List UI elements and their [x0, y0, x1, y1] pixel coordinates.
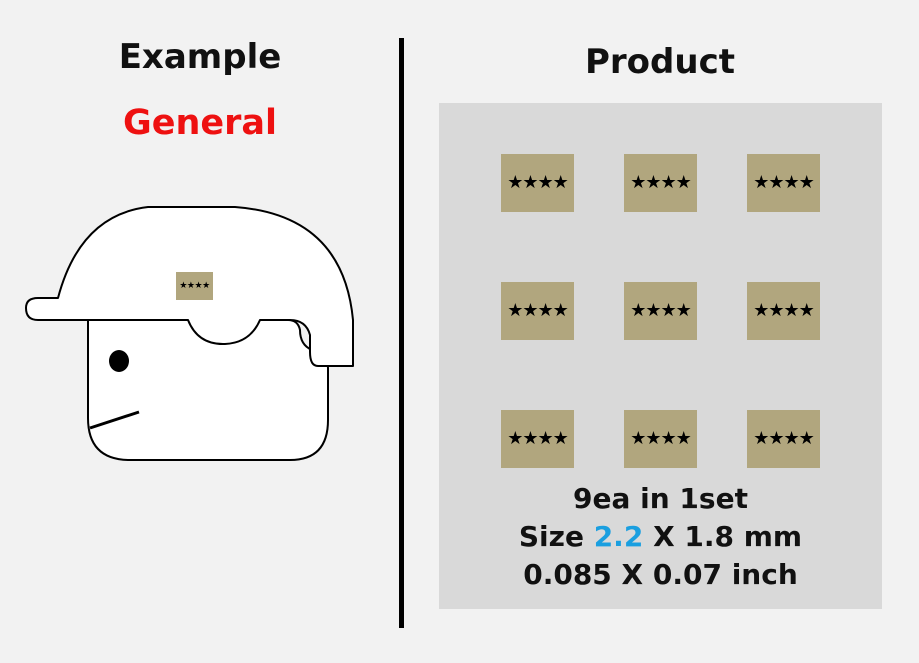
product-info: 9ea in 1set Size 2.2 X 1.8 mm 0.085 X 0.… [439, 480, 882, 594]
eye-dot [109, 350, 129, 372]
product-patch: ★★★★ [624, 282, 697, 340]
product-patch: ★★★★ [624, 154, 697, 212]
patch-stars: ★★★★ [507, 428, 569, 449]
mouth-line [89, 410, 140, 430]
helmet-figure-illustration [25, 206, 354, 461]
general-label: General [123, 103, 277, 143]
product-patch: ★★★★ [501, 410, 574, 468]
patch-stars: ★★★★ [630, 172, 692, 193]
set-count: 9ea in 1set [573, 482, 748, 515]
product-patch: ★★★★ [624, 410, 697, 468]
size-inch: 0.085 X 0.07 inch [523, 558, 798, 591]
example-title: Example [118, 37, 282, 77]
product-patch: ★★★★ [747, 282, 820, 340]
section-divider [399, 38, 404, 628]
size-width: 2.2 [593, 520, 644, 553]
patch-stars: ★★★★ [753, 428, 815, 449]
product-panel: ★★★★ ★★★★ ★★★★ ★★★★ ★★★★ ★★★★ ★★★★ ★★★★ … [439, 103, 882, 609]
size-rest: X 1.8 mm [653, 520, 803, 553]
size-mm: Size 2.2 X 1.8 mm [439, 518, 882, 556]
patch-stars: ★★★★ [630, 300, 692, 321]
patch-stars: ★★★★ [507, 172, 569, 193]
patch-stars: ★★★★ [507, 300, 569, 321]
product-patch: ★★★★ [747, 154, 820, 212]
patch-stars: ★★★★ [630, 428, 692, 449]
patch-stars: ★★★★ [753, 300, 815, 321]
product-title: Product [585, 42, 735, 82]
product-patch: ★★★★ [501, 154, 574, 212]
size-prefix: Size [518, 520, 584, 553]
product-patch: ★★★★ [747, 410, 820, 468]
product-patch: ★★★★ [501, 282, 574, 340]
patch-stars: ★★★★ [753, 172, 815, 193]
helmet-patch: ★★★★ [176, 272, 213, 300]
patch-stars: ★★★★ [179, 280, 210, 291]
